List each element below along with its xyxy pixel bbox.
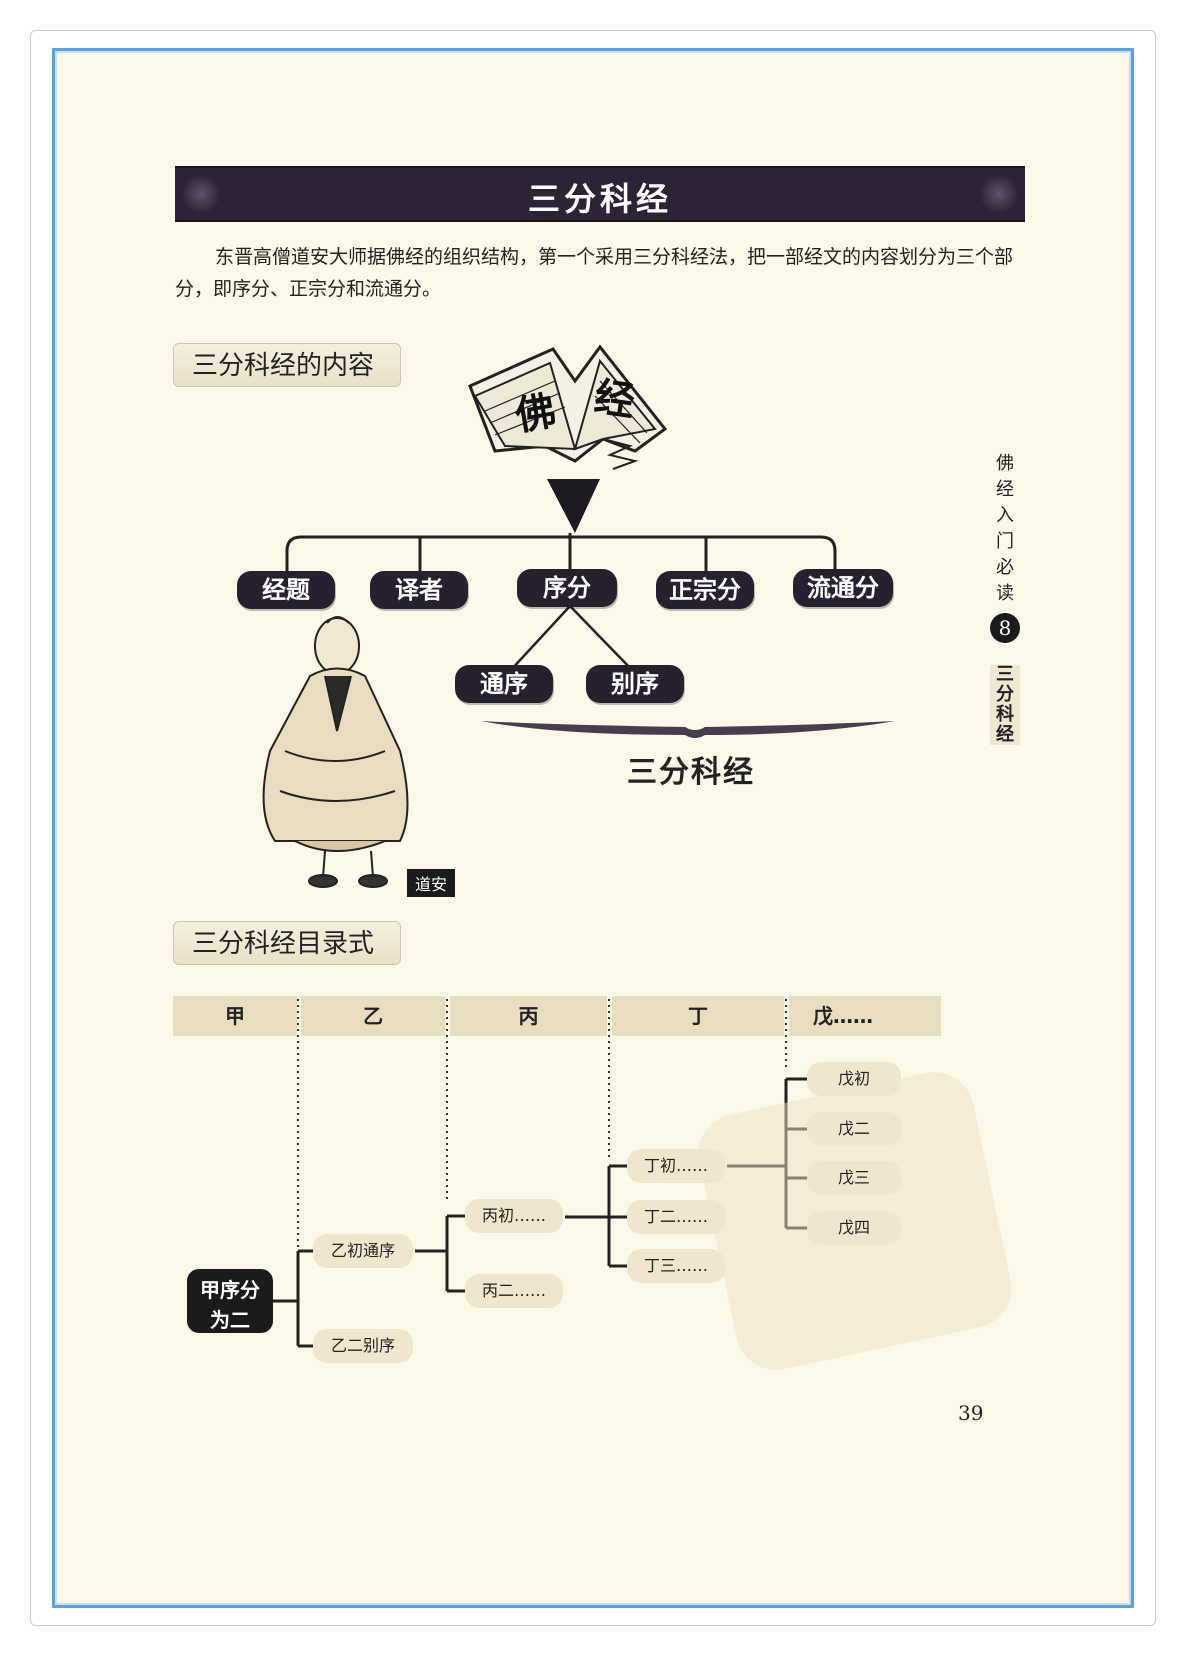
node-wu-1: 戊初	[807, 1062, 901, 1096]
node-yi-2: 乙二别序	[313, 1329, 413, 1363]
sidebar-chapter-number: 8	[990, 613, 1020, 643]
column-header-yi: 乙	[301, 996, 445, 1036]
intro-paragraph: 东晋高僧道安大师据佛经的组织结构，第一个采用三分科经法，把一部经文的内容划分为三…	[175, 246, 1014, 300]
page-title: 三分科经	[527, 180, 672, 218]
node-yizhe: 译者	[370, 571, 468, 609]
diagram-lines	[262, 344, 1012, 1370]
node-ding-3: 丁三……	[627, 1249, 725, 1283]
node-jingti: 经题	[237, 571, 335, 609]
node-wu-2: 戊二	[807, 1112, 901, 1146]
column-header-jia: 甲	[173, 996, 297, 1036]
monk-figure	[262, 616, 409, 888]
brace-icon	[481, 721, 895, 738]
open-book-icon	[468, 344, 668, 470]
section-label-catalog: 三分科经目录式	[173, 921, 401, 965]
brace-label: 三分科经	[627, 755, 755, 790]
node-wu-3: 戊三	[807, 1161, 901, 1195]
node-biexu: 别序	[586, 665, 684, 703]
node-zhengzongfen: 正宗分	[656, 571, 754, 609]
column-separators	[297, 999, 787, 1251]
node-bing-2: 丙二……	[465, 1274, 563, 1308]
ornament-icon	[979, 174, 1019, 214]
node-xufen: 序分	[517, 569, 617, 607]
down-arrow-icon	[547, 479, 600, 533]
sidebar-chapter-title: 三分科经	[990, 665, 1020, 745]
column-header-wu: 戊……	[789, 996, 941, 1036]
node-yi-1: 乙初通序	[313, 1234, 413, 1268]
section-label-content: 三分科经的内容	[173, 343, 401, 387]
figure-caption: 道安	[407, 869, 456, 897]
node-ding-1: 丁初……	[627, 1149, 725, 1183]
book-page: 三分科经 东晋高僧道安大师据佛经的组织结构，第一个采用三分科经法，把一部经文的内…	[52, 48, 1134, 1608]
node-wu-4: 戊四	[807, 1211, 901, 1245]
node-liutongfen: 流通分	[793, 569, 893, 607]
node-ding-2: 丁二……	[627, 1200, 725, 1234]
sidebar-book-title: 佛经入门必读	[996, 453, 1014, 604]
column-header-bing: 丙	[450, 996, 607, 1036]
node-tongxu: 通序	[455, 665, 553, 703]
column-header-ding: 丁	[612, 996, 784, 1036]
root-node: 甲序分为二	[187, 1269, 273, 1333]
title-bar: 三分科经	[175, 166, 1025, 222]
book-char-2: 经	[591, 374, 638, 426]
ornament-icon	[181, 174, 221, 214]
node-bing-1: 丙初……	[465, 1199, 563, 1233]
page-number: 39	[958, 1401, 984, 1425]
